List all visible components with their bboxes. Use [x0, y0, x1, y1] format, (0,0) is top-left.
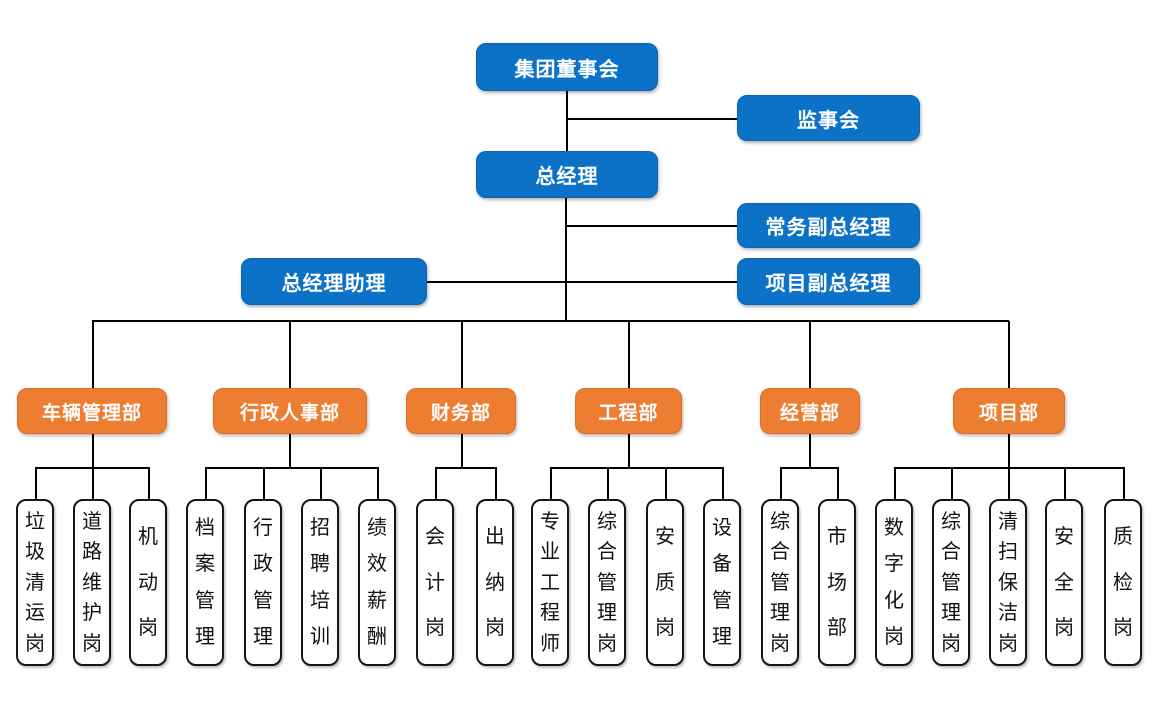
position-label: 专业工程师	[540, 510, 560, 655]
connector-gm-trunk	[565, 198, 567, 321]
position-archives-management: 档案管理	[186, 499, 224, 666]
position-label: 会计岗	[425, 525, 445, 640]
stub	[1123, 467, 1125, 499]
node-supervisory-board: 监事会	[737, 95, 920, 141]
position-safety-quality: 安质岗	[646, 499, 684, 666]
dept-vehicle-management: 车辆管理部	[17, 388, 167, 434]
dept4-child-bus	[550, 467, 722, 469]
dept-operations: 经营部	[760, 388, 860, 434]
dept2-drop	[289, 434, 291, 467]
position-general-management-proj: 综合管理岗	[932, 499, 970, 666]
stub	[435, 467, 437, 499]
dept-finance: 财务部	[406, 388, 516, 434]
position-general-management-eng: 综合管理岗	[588, 499, 626, 666]
position-label: 机动岗	[138, 525, 158, 640]
connector-to-executive-deputy	[566, 225, 737, 227]
position-label: 市场部	[827, 525, 847, 640]
position-label: 垃圾清运岗	[25, 510, 45, 655]
stub	[1064, 467, 1066, 499]
position-road-maintenance: 道路维护岗	[73, 499, 111, 666]
position-equipment-management: 设备管理	[703, 499, 741, 666]
node-gm-assistant: 总经理助理	[241, 258, 427, 305]
position-cleaning: 清扫保洁岗	[989, 499, 1027, 666]
position-label: 设备管理	[712, 516, 732, 649]
stub	[894, 467, 896, 499]
position-safety: 安全岗	[1045, 499, 1083, 666]
position-label: 综合管理岗	[597, 510, 617, 655]
position-label: 安质岗	[655, 525, 675, 640]
node-general-manager: 总经理	[476, 151, 658, 198]
position-label: 招聘培训	[310, 516, 330, 649]
stub	[607, 467, 609, 499]
stub	[205, 467, 207, 499]
dept-trunk-4	[628, 321, 630, 388]
dept-trunk-2	[289, 321, 291, 388]
dept-trunk-3	[461, 321, 463, 388]
node-executive-deputy-gm: 常务副总经理	[737, 203, 920, 248]
node-board: 集团董事会	[476, 43, 658, 91]
connector-board-to-gm	[566, 91, 568, 151]
position-digitalization: 数字化岗	[875, 499, 913, 666]
stub	[665, 467, 667, 499]
stub	[35, 467, 37, 499]
position-label: 综合管理岗	[941, 510, 961, 655]
position-admin-management: 行政管理	[244, 499, 282, 666]
stub	[495, 467, 497, 499]
position-cashier: 出纳岗	[476, 499, 514, 666]
dept-trunk-5	[809, 321, 811, 388]
position-garbage-removal: 垃圾清运岗	[16, 499, 54, 666]
position-label: 档案管理	[195, 516, 215, 649]
position-accounting: 会计岗	[416, 499, 454, 666]
dept-trunk-1	[92, 321, 94, 388]
stub	[148, 467, 150, 499]
position-professional-engineer: 专业工程师	[531, 499, 569, 666]
position-label: 绩效薪酬	[367, 516, 387, 649]
connector-to-supervisory	[566, 118, 737, 120]
dept-engineering: 工程部	[575, 388, 682, 434]
position-label: 安全岗	[1054, 525, 1074, 640]
position-label: 质检岗	[1113, 525, 1133, 640]
stub	[951, 467, 953, 499]
dept6-drop	[1008, 434, 1010, 467]
connector-department-bus	[92, 320, 1009, 322]
dept-admin-hr: 行政人事部	[213, 388, 367, 434]
stub	[837, 467, 839, 499]
dept4-drop	[628, 434, 630, 467]
position-performance-payroll: 绩效薪酬	[358, 499, 396, 666]
dept-project: 项目部	[953, 388, 1065, 434]
stub	[780, 467, 782, 499]
stub	[377, 467, 379, 499]
position-label: 清扫保洁岗	[998, 510, 1018, 655]
dept3-child-bus	[435, 467, 495, 469]
stub	[320, 467, 322, 499]
node-project-deputy-gm: 项目副总经理	[737, 258, 920, 305]
dept-trunk-6	[1008, 321, 1010, 388]
position-label: 行政管理	[253, 516, 273, 649]
dept3-drop	[461, 434, 463, 467]
position-mobile: 机动岗	[129, 499, 167, 666]
position-recruit-training: 招聘培训	[301, 499, 339, 666]
position-label: 道路维护岗	[82, 510, 102, 655]
dept5-drop	[809, 434, 811, 467]
stub	[1008, 467, 1010, 499]
position-general-management-ops: 综合管理岗	[761, 499, 799, 666]
position-label: 出纳岗	[485, 525, 505, 640]
connector-to-project-deputy	[566, 281, 737, 283]
stub	[263, 467, 265, 499]
stub	[722, 467, 724, 499]
dept1-drop	[92, 434, 94, 467]
dept5-child-bus	[780, 467, 837, 469]
stub	[92, 467, 94, 499]
position-label: 数字化岗	[884, 516, 904, 649]
stub	[550, 467, 552, 499]
position-market-dept: 市场部	[818, 499, 856, 666]
position-quality-inspection: 质检岗	[1104, 499, 1142, 666]
dept2-child-bus	[205, 467, 377, 469]
position-label: 综合管理岗	[770, 510, 790, 655]
connector-to-gm-assistant	[427, 281, 566, 283]
dept1-child-bus	[35, 467, 148, 469]
